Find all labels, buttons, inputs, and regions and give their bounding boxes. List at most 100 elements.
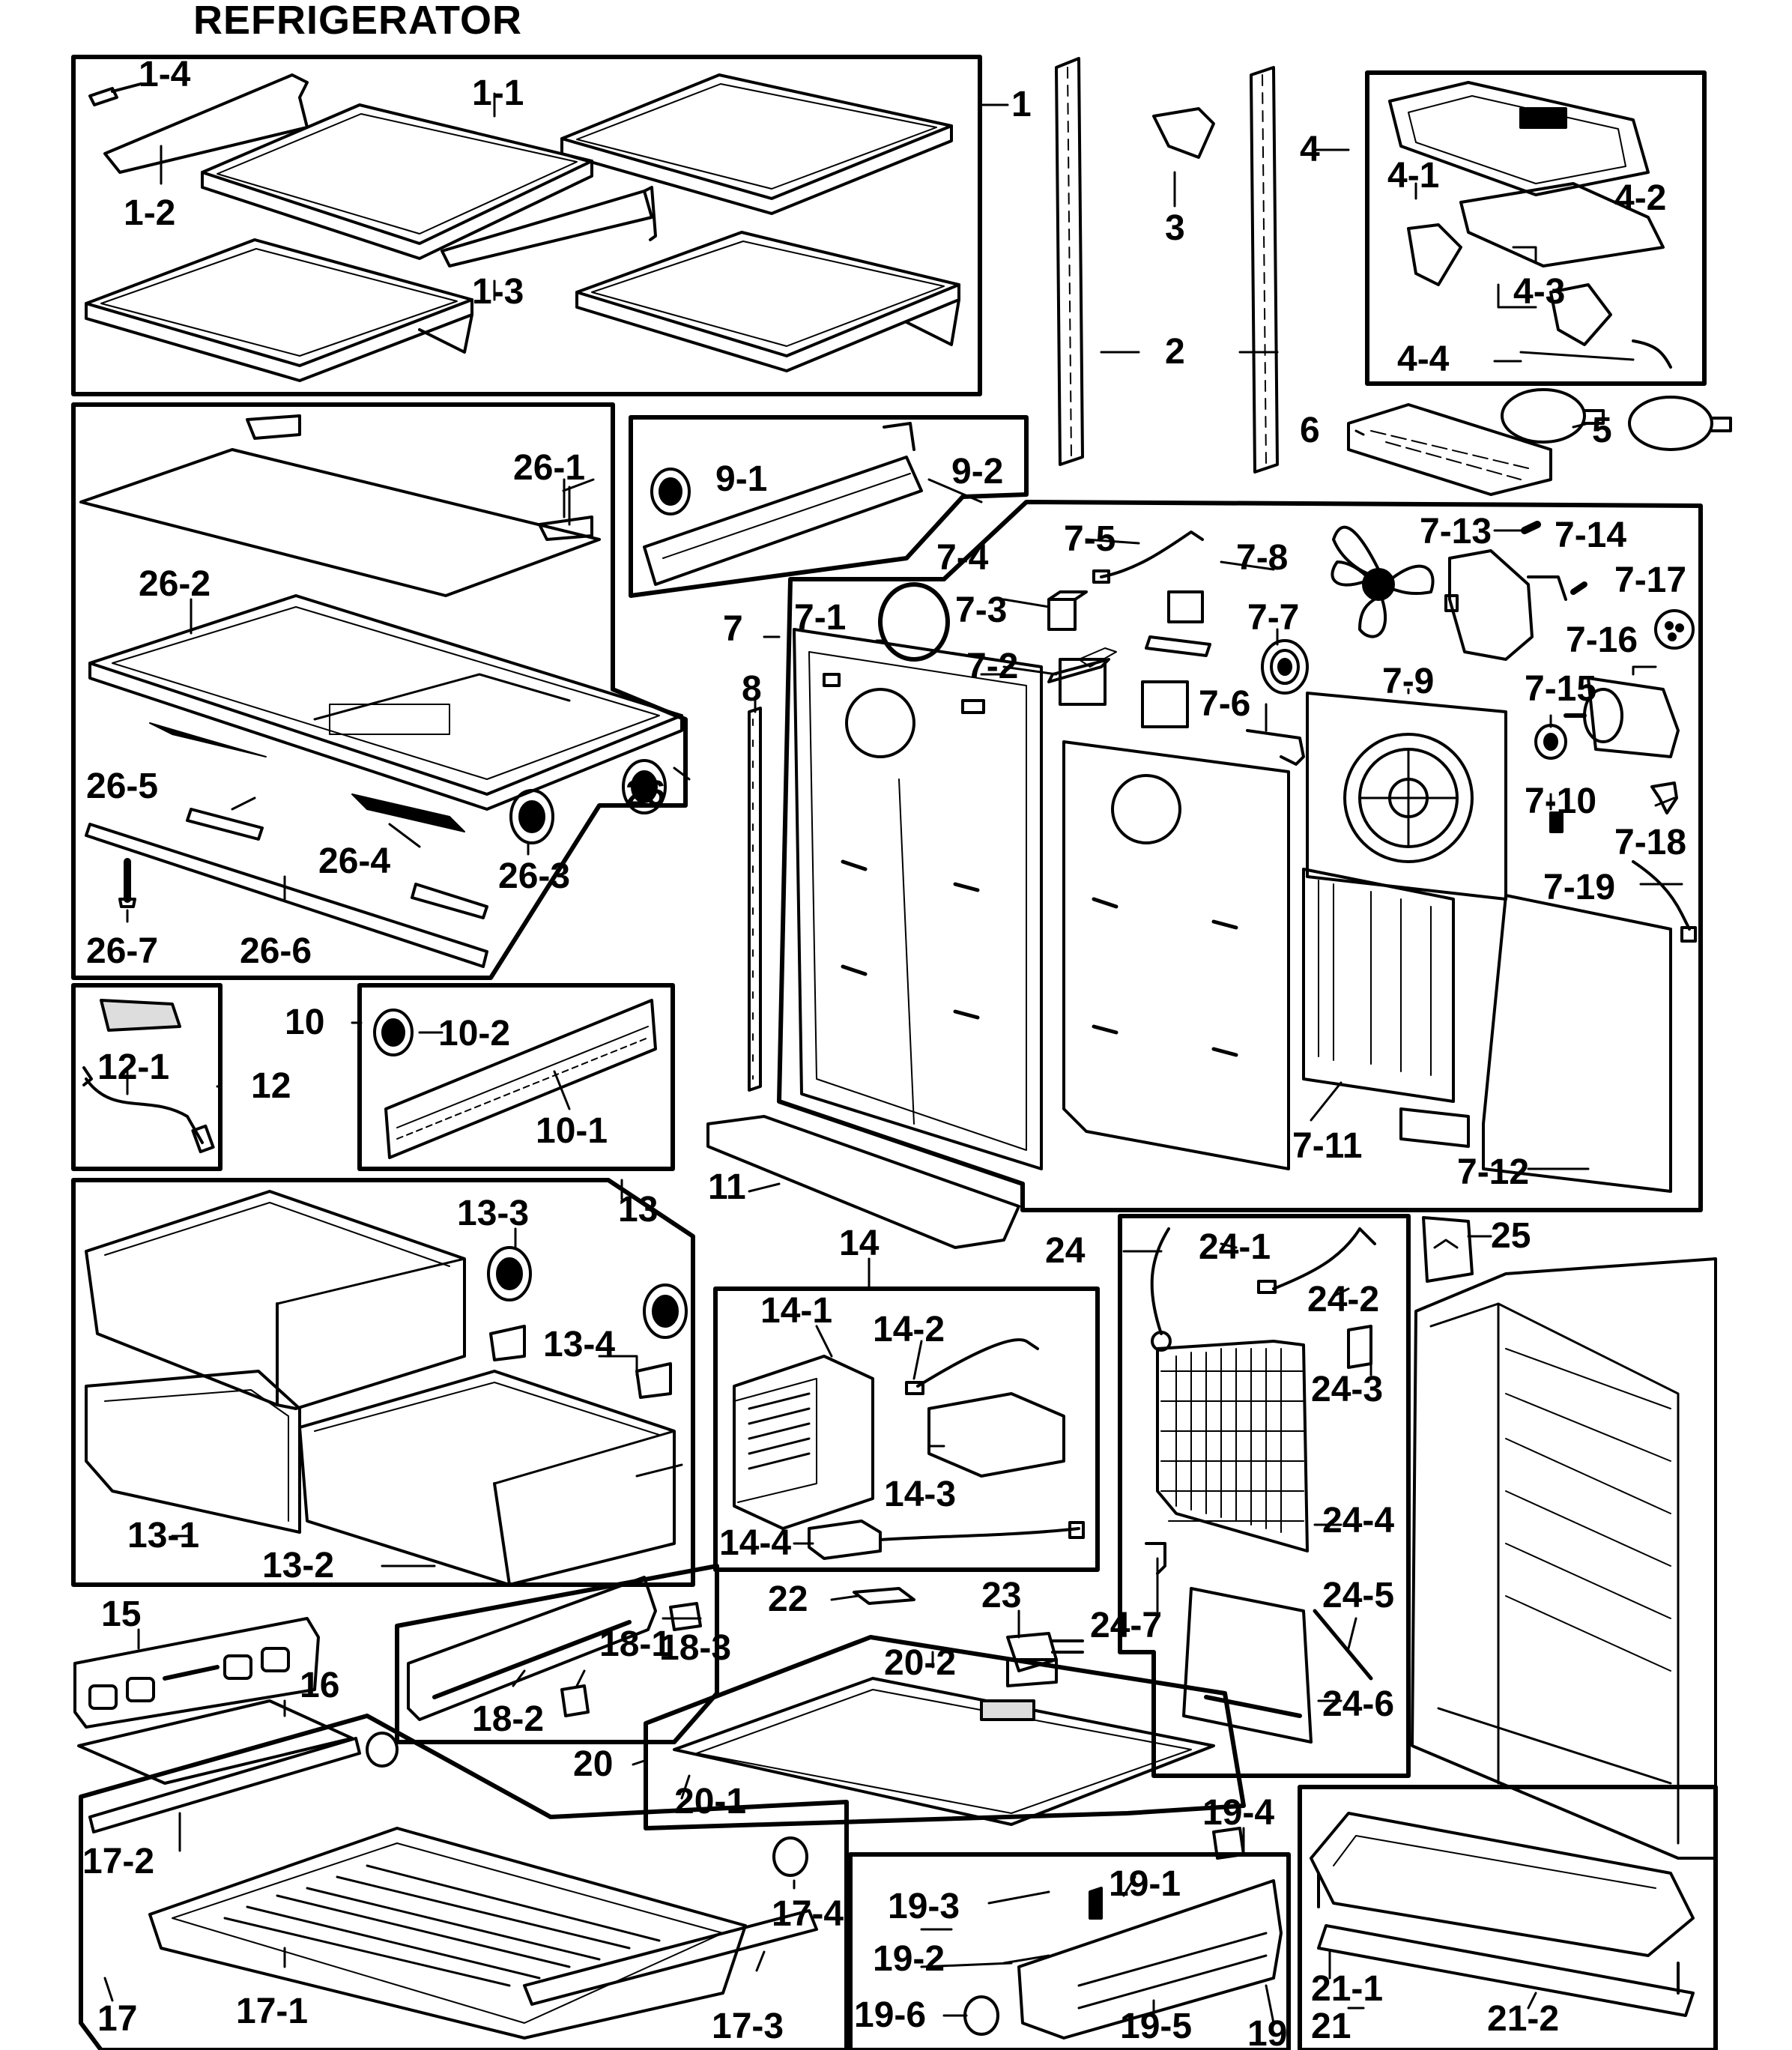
label-19-5: 19-5	[1120, 2007, 1192, 2046]
diagram-title: REFRIGERATOR	[193, 0, 523, 43]
label-14-2: 14-2	[873, 1310, 945, 1349]
label-7-18: 7-18	[1614, 823, 1686, 862]
label-7-11: 7-11	[1292, 1126, 1362, 1166]
group-17-freezer-basket	[79, 1714, 849, 2050]
group-12-frame	[71, 983, 223, 1171]
part-7-9-fan-housing	[1306, 692, 1507, 901]
label-22: 22	[768, 1579, 808, 1619]
group-13-frame	[71, 1178, 695, 1587]
part-7-2	[1059, 658, 1107, 706]
group-7-evaporator-cover	[777, 500, 1703, 1212]
label-16: 16	[300, 1666, 339, 1705]
cabinet	[1411, 1257, 1717, 1860]
wheel-26-3b	[622, 759, 667, 814]
label-26-1: 26-1	[513, 448, 585, 488]
label-4: 4	[1300, 130, 1320, 169]
label-13-3: 13-3	[457, 1194, 529, 1233]
label-1: 1	[1011, 85, 1032, 124]
label-17-3: 17-3	[712, 2007, 784, 2046]
label-4-1: 4-1	[1387, 156, 1439, 196]
label-24-7: 24-7	[1090, 1606, 1162, 1645]
part-8-strip	[748, 707, 762, 1092]
label-2: 2	[1165, 332, 1185, 372]
wheel-26-3a	[509, 789, 554, 844]
part-11-cover-plate	[706, 1115, 1020, 1249]
group-21-cover	[1298, 1785, 1718, 2050]
label-20-1: 20-1	[674, 1782, 746, 1821]
label-24-5: 24-5	[1322, 1576, 1394, 1615]
label-17-1: 17-1	[236, 1992, 308, 2031]
screw-1-4	[88, 82, 142, 106]
part-2-vertical-rails	[1055, 57, 1279, 474]
label-7-9: 7-9	[1382, 662, 1434, 701]
label-10-2: 10-2	[438, 1014, 510, 1053]
group-20-frame	[644, 1635, 1246, 1830]
rail-26-6	[85, 823, 488, 968]
label-12: 12	[251, 1066, 291, 1106]
label-21-2: 21-2	[1487, 1999, 1559, 2039]
part-7-8-fan-blade	[1331, 525, 1435, 638]
label-4-3: 4-3	[1513, 272, 1565, 312]
label-4-2: 4-2	[1614, 178, 1666, 218]
crisper-cover-frame-26-2	[88, 594, 683, 811]
label-14-4: 14-4	[719, 1523, 791, 1563]
label-7-6: 7-6	[1199, 684, 1250, 724]
label-10: 10	[285, 1003, 324, 1042]
label-7-12: 7-12	[1457, 1152, 1529, 1192]
label-7-14: 7-14	[1555, 515, 1626, 555]
group-14-frame	[713, 1286, 1100, 1572]
label-15: 15	[101, 1594, 141, 1634]
label-24: 24	[1045, 1231, 1086, 1271]
group-1-frame	[71, 55, 982, 396]
part-23-sensor	[1006, 1632, 1084, 1687]
group-4-lamp-cover	[1365, 70, 1707, 386]
label-17: 17	[97, 1999, 137, 2039]
label-26: 26	[626, 774, 665, 814]
group-9-guide	[629, 415, 1029, 598]
label-4-4: 4-4	[1397, 339, 1450, 379]
label-26-7: 26-7	[86, 931, 158, 971]
label-7-4: 7-4	[936, 538, 989, 578]
label-7-8: 7-8	[1236, 538, 1288, 578]
shelf-glass-4	[575, 231, 960, 372]
label-24-2: 24-2	[1307, 1280, 1379, 1319]
group-20-shelf	[644, 1635, 1246, 1830]
part-7-4	[1047, 598, 1077, 631]
group-18-frame	[395, 1564, 719, 1744]
label-14-3: 14-3	[884, 1475, 956, 1514]
group-10-frame	[357, 983, 675, 1171]
label-26-4: 26-4	[318, 841, 390, 881]
label-13-4: 13-4	[543, 1325, 615, 1364]
group-12-lamp-harness	[71, 983, 223, 1171]
group-21-frame	[1298, 1785, 1718, 2050]
shelf-rail-1-3	[441, 190, 653, 267]
label-21: 21	[1311, 2007, 1351, 2046]
label-1-2: 1-2	[124, 193, 175, 233]
label-7-7: 7-7	[1247, 598, 1299, 638]
part-5-bulbs	[1501, 388, 1732, 451]
label-17-4: 17-4	[772, 1894, 844, 1934]
callout-labels: 1 1-1 1-2 1-3 1-4 2 3 4 4-1 4-2 4-3 4-4 …	[82, 55, 1686, 2050]
label-7-10: 7-10	[1525, 781, 1596, 821]
group-1-shelves	[71, 55, 982, 396]
label-7: 7	[723, 609, 743, 649]
label-17-2: 17-2	[82, 1842, 154, 1881]
shelf-glass-3	[85, 238, 473, 382]
label-7-13: 7-13	[1420, 512, 1492, 551]
label-13-2: 13-2	[262, 1546, 334, 1585]
label-9-1: 9-1	[715, 459, 767, 499]
group-24-frame	[1118, 1214, 1411, 1778]
label-18-1: 18-1	[599, 1624, 671, 1664]
group-13-drawers	[71, 1178, 695, 1587]
label-7-15: 7-15	[1525, 669, 1596, 709]
group-9-frame	[629, 415, 1029, 598]
label-19-4: 19-4	[1202, 1793, 1274, 1833]
label-9-2: 9-2	[951, 452, 1003, 492]
label-18-3: 18-3	[659, 1628, 731, 1668]
label-7-2: 7-2	[966, 647, 1018, 686]
label-1-3: 1-3	[472, 272, 524, 312]
part-22	[853, 1587, 915, 1605]
part-15-panel	[73, 1617, 320, 1729]
shelf-glass-1	[201, 103, 593, 260]
